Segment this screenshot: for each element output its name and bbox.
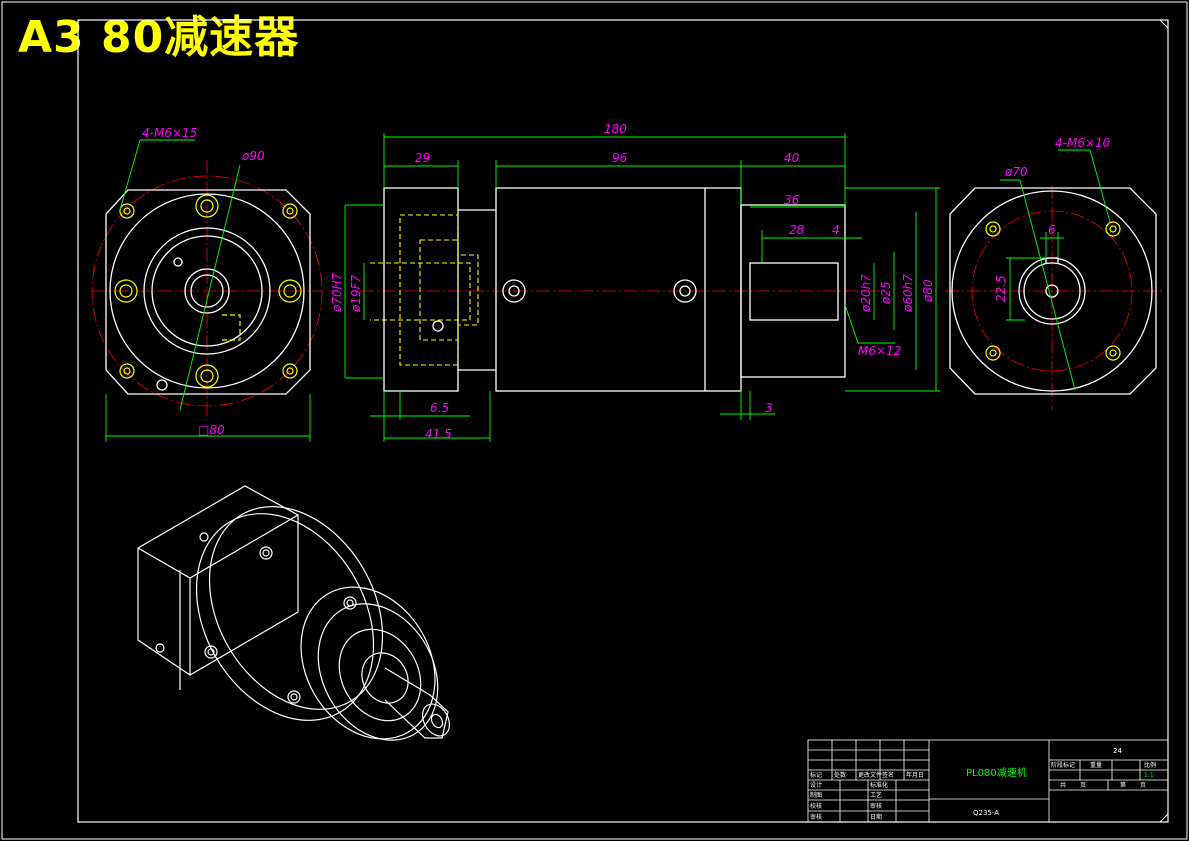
right-key-width: 6 — [1048, 223, 1056, 237]
tb-mid-process: 工艺 — [870, 791, 882, 799]
tb-row-review: 审核 — [810, 813, 822, 821]
part-name: PL080减速机 — [966, 766, 1027, 779]
drawing-title: A3 80减速器 — [18, 12, 300, 63]
dim-step-415: 41.5 — [425, 427, 452, 441]
tb-stage-mark: 阶段标记 — [1051, 761, 1075, 769]
dim-bore-small: ø19F7 — [349, 274, 363, 313]
right-thread-label: 4-M6×10 — [1055, 136, 1111, 150]
tb-mid-approve: 审核 — [870, 802, 882, 810]
dim-shaft-step: ø25 — [879, 281, 893, 305]
tb-mid-standard: 标准化 — [870, 781, 888, 789]
dim-step-65: 6.5 — [430, 401, 449, 415]
dim-key-offset: 4 — [832, 223, 840, 237]
dim-body-length: 96 — [612, 151, 628, 165]
tb-row-draw: 制图 — [810, 791, 822, 799]
front-square-label: □80 — [198, 423, 225, 437]
dim-key-length: 28 — [789, 223, 805, 237]
dim-end-thread: M6×12 — [858, 344, 901, 358]
front-diameter-label: ø90 — [241, 149, 265, 163]
side-view: 180 29 96 40 36 28 4 ø70H7 ø19F7 ø20h7 ø… — [330, 122, 940, 442]
dim-bore-fit: ø70H7 — [330, 272, 344, 313]
tb-sheet-no-unit: 页 — [1140, 782, 1146, 789]
tb-sheet-total-unit: 页 — [1080, 782, 1086, 789]
right-view: 4-M6×10 ø70 6 22.5 — [945, 136, 1165, 410]
front-view: 4-M6×15 ø90 □80 — [91, 126, 323, 442]
title-block: PL080减速机 Q235-A 24 1:1 标记 处数 更改文件 签名 年月日… — [807, 739, 1169, 823]
right-key-height: 22.5 — [994, 275, 1008, 302]
tb-col-count: 处数 — [834, 771, 846, 779]
right-pcd-label: ø70 — [1004, 165, 1028, 179]
isometric-view — [137, 485, 451, 741]
tb-sheet-total-label: 共 — [1060, 781, 1066, 789]
tb-scale: 比例 — [1144, 761, 1156, 769]
tb-row-check: 校核 — [810, 802, 822, 810]
scale-value: 1:1 — [1144, 772, 1154, 779]
sheet-total: 24 — [1113, 747, 1122, 755]
tb-weight: 重量 — [1090, 761, 1102, 769]
dim-shaft-length: 40 — [784, 151, 800, 165]
dim-shaft-dia: ø20h7 — [859, 274, 873, 313]
tb-sheet-no-label: 第 — [1120, 781, 1126, 789]
dim-flange-length: 29 — [415, 151, 430, 165]
tb-col-mark: 标记 — [810, 771, 822, 779]
front-thread-label: 4-M6×15 — [142, 126, 197, 140]
tb-col-change: 更改文件 — [858, 771, 882, 779]
dim-shaft-key-length: 36 — [784, 193, 800, 207]
tb-mid-date: 日期 — [870, 813, 882, 821]
dim-pilot-dia: ø60h7 — [901, 274, 915, 313]
tb-col-date: 年月日 — [906, 771, 924, 779]
part-material: Q235-A — [973, 809, 999, 817]
tb-row-design: 设计 — [810, 781, 822, 789]
dim-overall-length: 180 — [604, 122, 627, 136]
dim-step-3: 3 — [765, 401, 773, 415]
tb-col-sign: 签名 — [882, 771, 894, 779]
dim-body-dia: ø80 — [921, 279, 935, 303]
